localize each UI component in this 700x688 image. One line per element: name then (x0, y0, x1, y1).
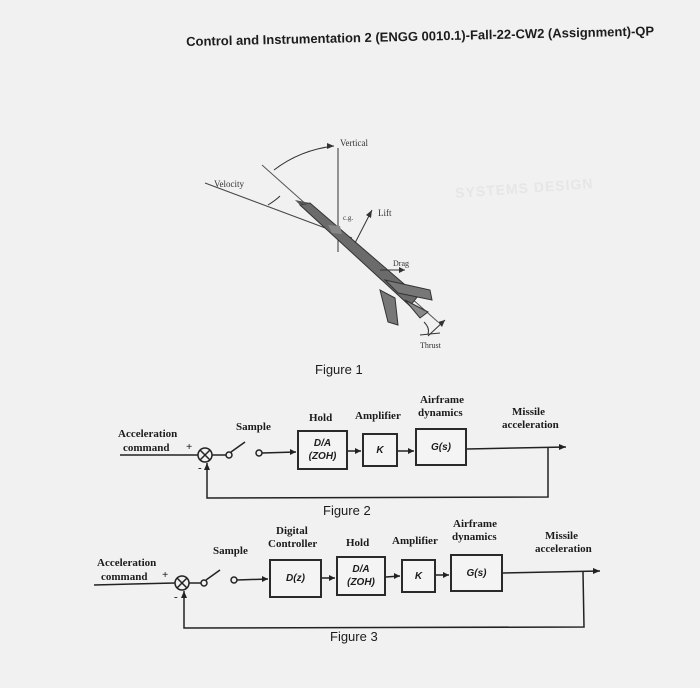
fig2-plus-sign: + (186, 441, 193, 453)
fig3-airframe-label-1: Airframe (453, 518, 497, 530)
fig2-minus-sign: - (198, 462, 202, 474)
figure2-caption: Figure 2 (323, 503, 371, 518)
fig3-airframe-label-2: dynamics (452, 531, 497, 543)
drag-arrowhead (399, 267, 405, 273)
missile-canard (328, 225, 342, 234)
fig3-feedback-path (183, 571, 585, 629)
fig3-airframe-block: G(s) (450, 554, 503, 592)
fig3-minus-sign: - (174, 591, 178, 603)
fig2-airframe-label-2: dynamics (418, 407, 463, 419)
cg-label: c.g. (343, 214, 354, 222)
fig2-airframe-text: G(s) (431, 441, 451, 453)
fig3-airframe-text: G(s) (466, 567, 487, 579)
fig3-sampler-pivot (200, 579, 208, 587)
fig3-amplifier-text: K (414, 570, 423, 582)
fig2-sampler-switch (230, 441, 246, 453)
missile-nose (295, 200, 310, 205)
fig3-amplifier-label: Amplifier (392, 535, 438, 547)
fig2-amplifier-text: K (376, 444, 384, 456)
fig2-airframe-label-1: Airframe (420, 394, 464, 406)
delta-arc (423, 321, 429, 335)
drag-label: Drag (393, 259, 409, 268)
fig2-sample-label: Sample (236, 421, 271, 433)
fig3-input-label-2: command (101, 571, 148, 583)
fig2-hold-line2: (ZOH) (308, 451, 337, 462)
vertical-label: Vertical (340, 138, 368, 148)
fig3-amplifier-block: K (401, 559, 436, 593)
fig2-hold-line1: D/A (313, 438, 332, 449)
missile-fin-upper (383, 279, 433, 301)
fig3-controller-label-1: Digital (276, 525, 308, 537)
fig3-sample-label: Sample (213, 545, 248, 557)
fig3-input-line (93, 582, 176, 586)
fig2-output-label-2: acceleration (502, 419, 559, 431)
fig2-amplifier-label: Amplifier (355, 410, 401, 422)
fig2-input-label-1: Acceleration (118, 428, 178, 440)
figure1-caption: Figure 1 (315, 362, 363, 377)
lift-label: Lift (378, 208, 392, 218)
fig2-feedback-path (206, 448, 549, 499)
fig2-amplifier-block: K (362, 433, 398, 467)
missile-fin-lower (379, 289, 399, 326)
fig3-controller-text: D(z) (286, 573, 305, 584)
fig2-output-label-1: Missile (512, 406, 545, 418)
thrust-baseline (419, 332, 441, 336)
fig3-output-label-1: Missile (545, 530, 578, 542)
fig3-hold-line2: (ZOH) (347, 577, 375, 588)
thrust-label: Thrust (420, 341, 441, 350)
fig2-hold-block: D/A (ZOH) (297, 430, 348, 470)
lift-arrowhead (366, 210, 372, 218)
fig2-sampler-pivot (225, 451, 233, 459)
fig2-airframe-block: G(s) (415, 428, 467, 466)
theta-arc-arrow (327, 143, 334, 149)
missile-fin-tail (404, 299, 429, 319)
thrust-arrowhead (438, 320, 445, 327)
fig2-hold-label: Hold (309, 412, 333, 424)
fig3-hold-block: D/A (ZOH) (336, 556, 386, 596)
fig3-input-label-1: Acceleration (97, 557, 157, 569)
fig2-input-label-2: command (123, 442, 170, 454)
fig3-plus-sign: + (162, 569, 169, 581)
alpha-arc (267, 195, 281, 206)
velocity-label: Velocity (214, 179, 244, 189)
fig3-output-line (502, 570, 601, 574)
fig3-hold-line1: D/A (352, 564, 370, 575)
figure3-caption: Figure 3 (330, 629, 378, 644)
fig3-output-label-2: acceleration (535, 543, 592, 555)
fig3-controller-label-2: Controller (268, 538, 318, 550)
fig3-sampler-switch (205, 569, 221, 581)
fig3-controller-block: D(z) (269, 559, 322, 598)
fig3-hold-label: Hold (346, 537, 370, 549)
fig2-output-line (466, 446, 567, 450)
